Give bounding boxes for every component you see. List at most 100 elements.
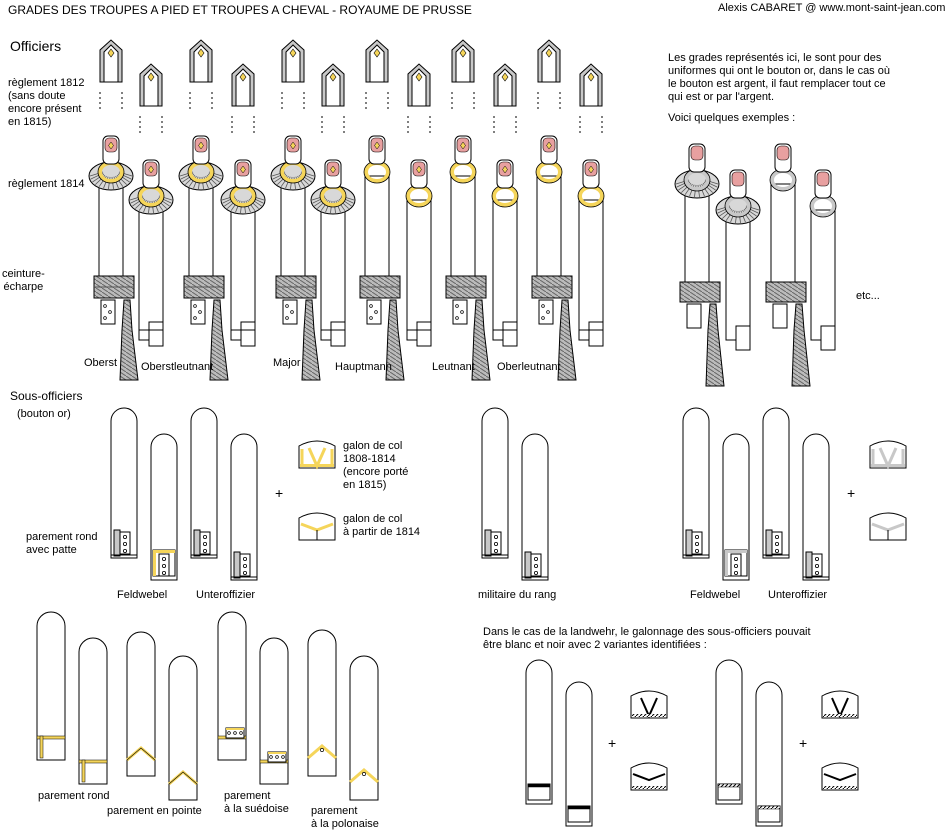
officers-section-title: Officiers	[10, 38, 62, 54]
cuff-sleeve	[307, 629, 337, 777]
cuff-plain	[111, 529, 137, 557]
flap-lace	[268, 752, 286, 754]
cuff-plain	[803, 551, 829, 579]
cuff-flap-left	[452, 299, 468, 325]
rank-star	[148, 165, 154, 174]
shoulder-strap-1812	[189, 39, 213, 110]
flap-button	[202, 535, 207, 540]
strap-field	[816, 171, 830, 187]
cuff-plain	[231, 551, 257, 579]
cuff-lace	[307, 744, 337, 760]
strap-body	[369, 44, 385, 83]
strap-continuation	[493, 116, 517, 134]
collar-1814-silver	[869, 512, 907, 541]
officer-sleeve	[280, 175, 306, 291]
strap-continuation	[189, 92, 213, 110]
collar-shape	[869, 512, 907, 541]
landwehr-sleeve	[565, 681, 593, 827]
nco-gold-sleeve-2	[150, 433, 178, 581]
nco-silver-sleeve-4	[802, 433, 830, 581]
cuff-button	[103, 304, 107, 308]
epaulette-1814	[270, 135, 316, 291]
officer-sleeve	[810, 209, 836, 341]
rank-star	[330, 165, 336, 174]
shoulder-strap-1812	[407, 63, 431, 134]
strap-star	[289, 48, 297, 58]
nco-rank-unteroffizier-silver: Unteroffizier	[768, 589, 828, 601]
rank-star	[198, 141, 204, 150]
nco-sleeve	[762, 407, 790, 559]
example-epaulette-3	[765, 143, 811, 387]
strap-body	[103, 44, 119, 83]
sash-tassel	[385, 299, 405, 381]
nco-section-title: Sous-officiers	[10, 389, 83, 403]
cuff-lace-top	[153, 550, 175, 553]
row-label-sash: ceinture- écharpe	[2, 268, 45, 293]
cuff-sleeve	[217, 611, 247, 761]
strap-continuation	[281, 92, 305, 110]
sash-tassel	[119, 299, 139, 381]
cuff-lace-black-white	[567, 805, 591, 810]
rank-star	[108, 141, 114, 150]
officer-sleeve	[450, 175, 476, 291]
collar-1808-gold	[298, 440, 336, 470]
cuff-button	[374, 310, 378, 314]
epaulette-fringe	[220, 185, 266, 215]
cuff-sleeve	[168, 655, 198, 801]
collar-1814-gold	[298, 512, 336, 541]
strap-star	[501, 72, 509, 82]
flap-lace	[484, 529, 492, 557]
flap-button	[269, 755, 273, 759]
flap-button	[123, 542, 128, 547]
cuff-sleeve	[36, 611, 66, 761]
rank-label-major: Major	[273, 357, 301, 369]
officer-sleeve	[770, 183, 796, 291]
cuff-type-pointe	[126, 631, 156, 777]
cuff-type-sued2	[259, 637, 289, 785]
cuff-type-rond2	[78, 637, 108, 785]
collar-shape	[298, 512, 336, 541]
strap-continuation	[407, 116, 431, 134]
flap-lace	[193, 529, 201, 557]
cuff-lace-outline	[168, 771, 198, 785]
shoulder-strap-1812	[139, 63, 163, 134]
sash-tassel	[705, 303, 725, 387]
cuff-lace-black-white	[757, 805, 781, 810]
officer-sleeve	[536, 175, 562, 291]
nco-rank-feldwebel: Feldwebel	[117, 589, 168, 601]
nco-sleeve	[190, 407, 218, 559]
strap-star	[239, 72, 247, 82]
collar-label-1814: galon de col à partir de 1814	[343, 513, 421, 538]
strap-body	[193, 44, 209, 83]
rank-star	[290, 141, 296, 150]
cuff-button	[546, 310, 550, 314]
shoulder-strap-1812	[281, 39, 305, 110]
rank-star	[460, 141, 466, 150]
officer-sleeve	[578, 199, 604, 341]
flap-lace	[113, 529, 121, 557]
cuff-type-pointe2	[168, 655, 198, 801]
cuff-with-lace	[152, 549, 176, 577]
cuff-flap-left	[190, 299, 206, 325]
epaulette-1814	[88, 135, 134, 291]
landwehr-sleeve	[715, 659, 743, 805]
cuff-flap-right	[240, 321, 256, 347]
collar-shape	[630, 762, 668, 791]
flap-button	[281, 755, 285, 759]
flap-button	[734, 557, 739, 562]
cuff-lace-top	[725, 550, 747, 553]
plus-sign-landwehr-2: +	[799, 735, 808, 751]
row-label-1814: règlement 1814	[8, 178, 85, 190]
sash-tassel	[209, 299, 229, 381]
cuff-lace-side	[725, 550, 728, 576]
strap-continuation	[139, 116, 163, 134]
shoulder-strap-1812	[579, 63, 603, 134]
cuff-flap-right	[502, 321, 518, 347]
strap-star	[107, 48, 115, 58]
cuff-flap	[772, 303, 788, 329]
cuff-button	[369, 316, 373, 320]
nco-silver-sleeve-2	[722, 433, 750, 581]
epaulette-1814	[491, 159, 519, 341]
